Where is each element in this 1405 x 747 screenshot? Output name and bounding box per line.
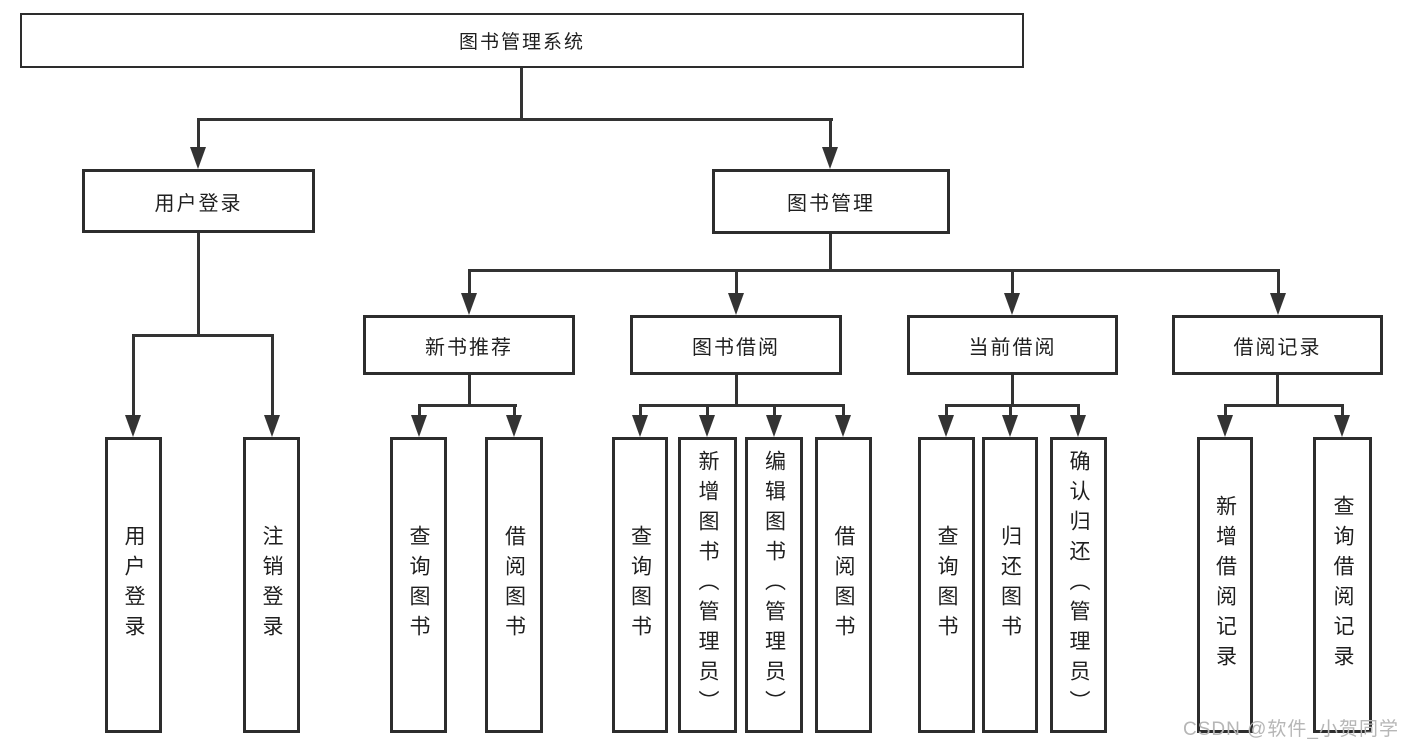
connector-line: [1276, 375, 1279, 406]
connector-line: [1011, 375, 1014, 406]
connector-line: [197, 121, 200, 147]
leaf-borrow-books-recommend: 借阅图书: [485, 437, 543, 733]
connector-line: [1341, 407, 1344, 415]
node-user-login: 用户登录: [82, 169, 315, 233]
arrow-down-icon: [190, 147, 206, 169]
node-label: 借阅图书: [832, 525, 855, 645]
connector-line: [1224, 407, 1227, 415]
node-label: 用户登录: [122, 525, 145, 645]
connector-line: [468, 272, 471, 293]
connector-line: [132, 337, 135, 415]
connector-line: [706, 407, 709, 415]
leaf-query-books-recommend: 查询图书: [390, 437, 447, 733]
connector-line: [1077, 407, 1080, 415]
leaf-query-books-borrow: 查询图书: [612, 437, 668, 733]
node-library-management-system: 图书管理系统: [20, 13, 1024, 68]
leaf-logout: 注销登录: [243, 437, 300, 733]
arrow-down-icon: [822, 147, 838, 169]
connector-line: [639, 404, 845, 407]
connector-line: [520, 68, 523, 119]
leaf-confirm-return-admin: 确认归还（管理员）: [1050, 437, 1107, 733]
connector-line: [639, 407, 642, 415]
arrow-down-icon: [632, 415, 648, 437]
connector-line: [271, 337, 274, 415]
connector-line: [829, 234, 832, 271]
leaf-user-login: 用户登录: [105, 437, 162, 733]
node-label: 查询图书: [407, 525, 430, 645]
node-label: 查询借阅记录: [1331, 495, 1354, 675]
arrow-down-icon: [1002, 415, 1018, 437]
node-label: 当前借阅: [968, 336, 1057, 359]
connector-line: [197, 118, 833, 121]
node-label: 确认归还（管理员）: [1067, 450, 1090, 720]
node-label: 图书管理: [787, 193, 875, 215]
arrow-down-icon: [728, 293, 744, 315]
connector-line: [418, 407, 421, 415]
node-new-book-recommendation: 新书推荐: [363, 315, 575, 375]
arrow-down-icon: [835, 415, 851, 437]
node-label: 新书推荐: [425, 336, 513, 359]
arrow-down-icon: [1270, 293, 1286, 315]
connector-line: [773, 407, 776, 415]
connector-line: [842, 407, 845, 415]
arrow-down-icon: [699, 415, 715, 437]
node-borrowing-records: 借阅记录: [1172, 315, 1383, 375]
leaf-borrow-books: 借阅图书: [815, 437, 872, 733]
node-label: 用户登录: [154, 192, 243, 215]
leaf-add-books-admin: 新增图书（管理员）: [678, 437, 737, 733]
leaf-return-books: 归还图书: [982, 437, 1038, 733]
node-label: 新增借阅记录: [1213, 495, 1237, 675]
arrow-down-icon: [125, 415, 141, 437]
connector-line: [735, 375, 738, 406]
connector-line: [945, 404, 1080, 407]
connector-line: [468, 269, 1280, 272]
arrow-down-icon: [1217, 415, 1233, 437]
connector-line: [1011, 272, 1014, 293]
arrow-down-icon: [264, 415, 280, 437]
arrow-down-icon: [1334, 415, 1350, 437]
node-label: 借阅记录: [1233, 336, 1322, 359]
leaf-query-books-current: 查询图书: [918, 437, 975, 733]
connector-line: [197, 233, 200, 336]
node-book-borrowing: 图书借阅: [630, 315, 842, 375]
node-label: 图书借阅: [692, 336, 780, 359]
leaf-query-borrow-record: 查询借阅记录: [1313, 437, 1372, 733]
node-label: 查询图书: [935, 525, 958, 645]
connector-line: [735, 272, 738, 293]
connector-line: [829, 121, 832, 147]
connector-line: [132, 334, 274, 337]
node-label: 编辑图书（管理员）: [762, 450, 786, 720]
leaf-edit-books-admin: 编辑图书（管理员）: [745, 437, 803, 733]
arrow-down-icon: [506, 415, 522, 437]
arrow-down-icon: [938, 415, 954, 437]
arrow-down-icon: [461, 293, 477, 315]
arrow-down-icon: [1004, 293, 1020, 315]
connector-line: [468, 375, 471, 406]
arrow-down-icon: [411, 415, 427, 437]
node-label: 归还图书: [998, 525, 1022, 645]
node-label: 注销登录: [260, 525, 283, 645]
node-label: 图书管理系统: [458, 32, 585, 53]
connector-line: [513, 407, 516, 415]
node-label: 新增图书（管理员）: [696, 450, 719, 720]
arrow-down-icon: [1070, 415, 1086, 437]
leaf-add-borrow-record: 新增借阅记录: [1197, 437, 1253, 733]
connector-line: [1009, 407, 1012, 415]
connector-line: [945, 407, 948, 415]
csdn-watermark: CSDN @软件_小贺同学: [1183, 719, 1399, 740]
node-label: 查询图书: [628, 525, 652, 645]
connector-line: [1224, 404, 1344, 407]
node-book-management: 图书管理: [712, 169, 950, 234]
node-label: 借阅图书: [502, 525, 526, 645]
arrow-down-icon: [766, 415, 782, 437]
node-current-borrowing: 当前借阅: [907, 315, 1118, 375]
connector-line: [1277, 272, 1280, 293]
connector-line: [418, 404, 517, 407]
